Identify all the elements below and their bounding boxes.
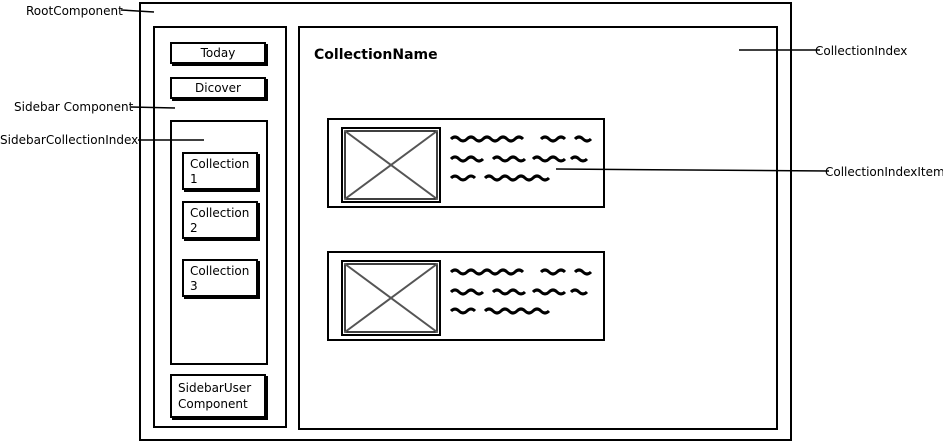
- annotation-collection-index-item: CollectionIndexItem: [825, 165, 943, 179]
- sidebar-user-component[interactable]: SidebarUser Component: [170, 374, 266, 418]
- collection-index-frame: [298, 26, 778, 430]
- collection-index-item[interactable]: [327, 251, 605, 341]
- collection-item-number: 3: [190, 279, 198, 293]
- today-button[interactable]: Today: [170, 42, 266, 64]
- image-placeholder-icon: [341, 127, 441, 203]
- placeholder-text-scribble: [449, 135, 593, 182]
- image-placeholder-icon: [341, 260, 441, 336]
- collection-index-item[interactable]: [327, 118, 605, 208]
- collection-item-number: 2: [190, 221, 198, 235]
- collection-item-label: Collection: [190, 206, 250, 220]
- collection-item-label: Collection: [190, 157, 250, 171]
- sidebar-user-label-line1: SidebarUser: [178, 381, 252, 395]
- sidebar-user-label-line2: Component: [178, 397, 248, 411]
- collection-item-label: Collection: [190, 264, 250, 278]
- placeholder-text-scribble: [449, 268, 593, 315]
- sidebar-collection-item[interactable]: Collection 2: [182, 201, 258, 239]
- annotation-sidebar-collection-index: SidebarCollectionIndex: [0, 133, 139, 147]
- collection-name-title: CollectionName: [314, 47, 438, 63]
- sidebar-collection-item[interactable]: Collection 3: [182, 259, 258, 297]
- discover-button[interactable]: Dicover: [170, 77, 266, 99]
- annotation-sidebar-component: Sidebar Component: [14, 100, 134, 114]
- collection-item-number: 1: [190, 172, 198, 186]
- annotation-collection-index: CollectionIndex: [815, 44, 908, 58]
- annotation-root-component: RootComponent: [26, 4, 123, 18]
- sidebar-collection-item[interactable]: Collection 1: [182, 152, 258, 190]
